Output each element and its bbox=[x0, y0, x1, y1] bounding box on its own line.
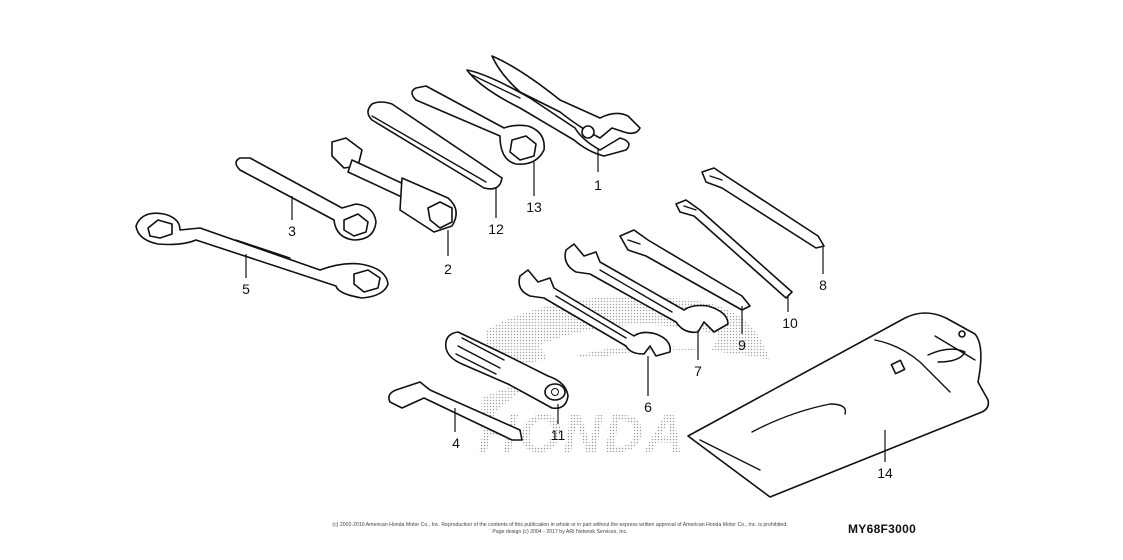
callout-13[interactable]: 13 bbox=[526, 199, 542, 215]
callout-7[interactable]: 7 bbox=[694, 363, 702, 379]
callout-11[interactable]: 11 bbox=[551, 427, 566, 443]
wrench-9[interactable] bbox=[619, 229, 751, 311]
tool-bag[interactable] bbox=[687, 312, 990, 498]
callout-4[interactable]: 4 bbox=[452, 435, 460, 451]
callout-10[interactable]: 10 bbox=[782, 315, 798, 331]
callout-12[interactable]: 12 bbox=[488, 221, 504, 237]
copyright-notice: (c) 2002-2010 American Honda Motor Co., … bbox=[300, 522, 820, 536]
callout-5[interactable]: 5 bbox=[242, 281, 250, 297]
copyright-line-2: Page design (c) 2004 - 2017 by ARI Netwo… bbox=[492, 529, 628, 535]
wrench-8[interactable] bbox=[701, 167, 825, 249]
box-wrench-3[interactable] bbox=[235, 157, 377, 241]
pliers[interactable] bbox=[466, 55, 641, 157]
callout-9[interactable]: 9 bbox=[738, 337, 746, 353]
callout-6[interactable]: 6 bbox=[644, 399, 652, 415]
callout-8[interactable]: 8 bbox=[819, 277, 827, 293]
screwdriver-grip-12[interactable] bbox=[367, 101, 503, 190]
copyright-line-1: (c) 2002-2010 American Honda Motor Co., … bbox=[332, 522, 788, 528]
screwdriver-handle[interactable] bbox=[444, 331, 569, 410]
callout-1[interactable]: 1 bbox=[594, 177, 602, 193]
leader-lines bbox=[245, 148, 886, 462]
callout-2[interactable]: 2 bbox=[444, 261, 452, 277]
spark-plug-socket[interactable] bbox=[331, 137, 457, 233]
wrench-10[interactable] bbox=[675, 199, 793, 299]
open-end-wrench-7[interactable] bbox=[564, 243, 729, 334]
open-end-wrench-6[interactable] bbox=[518, 269, 672, 357]
box-wrench-13[interactable] bbox=[411, 85, 545, 166]
callout-3[interactable]: 3 bbox=[288, 223, 296, 239]
figure-code: MY68F3000 bbox=[848, 522, 917, 536]
callout-labels: 1 2 3 4 5 6 7 8 9 10 11 12 13 14 bbox=[242, 177, 893, 481]
double-offset-ring-wrench[interactable] bbox=[135, 212, 389, 299]
callout-14[interactable]: 14 bbox=[877, 465, 893, 481]
